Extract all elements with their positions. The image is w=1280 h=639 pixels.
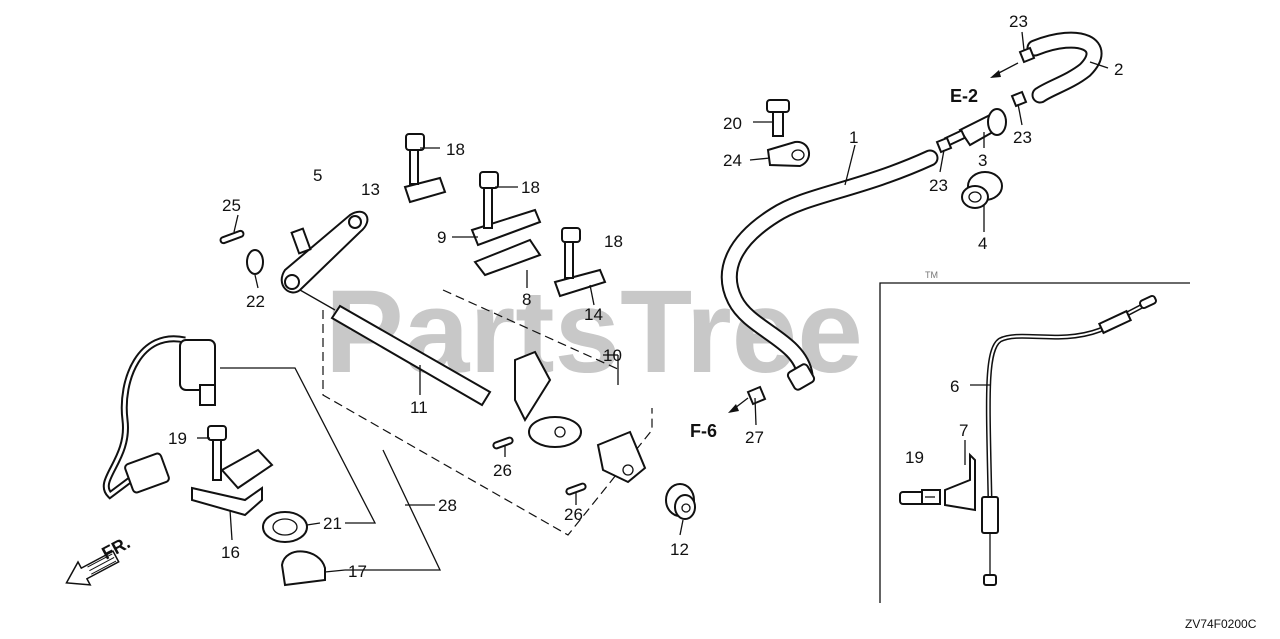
callout-14: 14 [584, 305, 603, 324]
throttle-arm [514, 350, 582, 448]
leader-lines [197, 31, 1109, 573]
callout-18a: 18 [446, 140, 465, 159]
callout-3: 3 [978, 151, 987, 170]
control-lever [280, 210, 369, 294]
callout-18c: 18 [604, 232, 623, 251]
callout-21: 21 [323, 514, 342, 533]
callout-17: 17 [348, 562, 367, 581]
callout-4: 4 [978, 234, 987, 253]
callout-23a: 23 [1009, 12, 1028, 31]
washer [246, 249, 264, 275]
bracket-plates [403, 133, 607, 298]
callout-18b: 18 [521, 178, 540, 197]
tube-clamp [746, 385, 767, 406]
callout-2: 2 [1114, 60, 1123, 79]
front-arrow-icon [65, 550, 120, 586]
tube-clip [766, 99, 810, 168]
callout-9: 9 [437, 228, 446, 247]
callout-10: 10 [603, 346, 622, 365]
callout-24: 24 [723, 151, 742, 170]
assembly-box [322, 310, 653, 536]
ref-e2: E-2 [950, 86, 978, 106]
callout-numbers: 1 2 3 4 5 6 7 8 9 10 11 12 13 14 16 17 1… [168, 12, 1123, 581]
ref-f6: F-6 [690, 421, 717, 441]
switch-bracket [191, 425, 274, 517]
throttle-cable [981, 294, 1157, 586]
cable-frame [879, 282, 1190, 603]
callout-22: 22 [246, 292, 265, 311]
reference-arrows [728, 62, 1019, 413]
callout-16: 16 [221, 543, 240, 562]
collar [665, 483, 696, 520]
grommet [961, 171, 1003, 209]
callout-1: 1 [849, 128, 858, 147]
callout-12: 12 [670, 540, 689, 559]
callout-11: 11 [410, 398, 428, 417]
diagram-code: ZV74F0200C [1185, 617, 1257, 631]
fuel-tube [720, 149, 939, 391]
spring-pin [492, 436, 514, 450]
switch-cover [280, 550, 326, 587]
hose [1026, 31, 1103, 104]
fuel-filter [943, 108, 1007, 147]
callout-20: 20 [723, 114, 742, 133]
callout-23c: 23 [929, 176, 948, 195]
assembly-box-top [442, 289, 621, 371]
callout-23b: 23 [1013, 128, 1032, 147]
watermark: PartsTree TM [325, 266, 938, 398]
callout-7: 7 [959, 421, 968, 440]
callout-19b: 19 [905, 448, 924, 467]
callout-26b: 26 [564, 505, 583, 524]
control-shaft [330, 304, 492, 407]
callout-6: 6 [950, 377, 959, 396]
choke-arm [596, 430, 647, 484]
grommet-ring [262, 511, 308, 543]
callout-8: 8 [522, 290, 531, 309]
callout-26a: 26 [493, 461, 512, 480]
switch-harness [102, 335, 216, 500]
watermark-trademark: TM [925, 270, 938, 280]
hose-clamps [935, 46, 1036, 154]
callout-28: 28 [438, 496, 457, 515]
callout-27: 27 [745, 428, 764, 447]
spring-pin [565, 482, 587, 496]
callout-25: 25 [222, 196, 241, 215]
callout-5: 5 [313, 166, 322, 185]
cable-bracket [899, 452, 976, 512]
spring-pin [219, 229, 245, 245]
callout-13: 13 [361, 180, 380, 199]
callout-19a: 19 [168, 429, 187, 448]
